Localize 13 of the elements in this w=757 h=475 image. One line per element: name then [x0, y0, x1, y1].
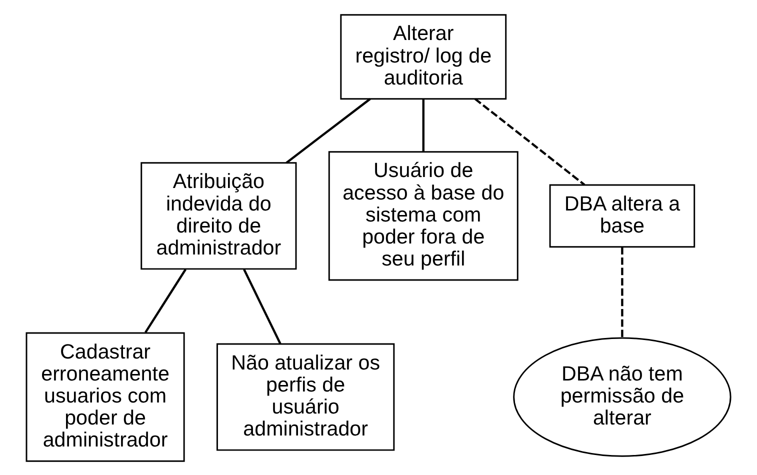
node-box: Atribuição indevida do direito de administrador — [140, 162, 297, 270]
connector — [474, 98, 586, 186]
connector — [422, 98, 424, 152]
connector — [286, 98, 371, 164]
node-box: Alterar registro/ log de auditoria — [340, 14, 507, 100]
node-ellipse: DBA não tem permissão de alterar — [513, 336, 732, 456]
connector — [621, 246, 624, 337]
node-box: Cadastrar erroneamente usuarios com poder de administrador — [26, 332, 185, 462]
node-box: Não atualizar os perfis de usuário administrador — [216, 342, 395, 450]
connector — [144, 268, 187, 333]
connector — [243, 268, 282, 344]
node-box: Usuário de acesso à base do sistema com poder fora de seu perfil — [328, 150, 518, 280]
node-box: DBA altera a base — [549, 184, 696, 248]
